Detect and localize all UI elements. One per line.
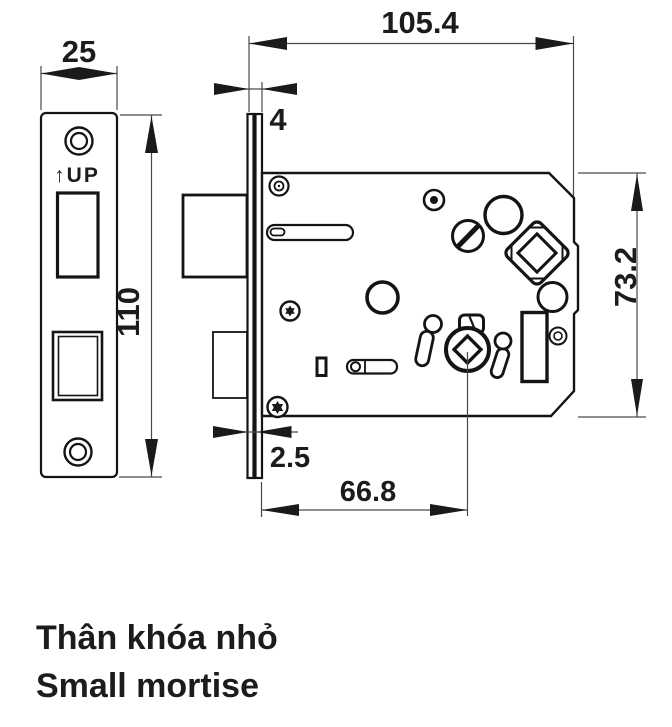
dim-label-66-8: 66.8	[340, 476, 396, 508]
dimension-body-height: 73.2	[578, 172, 646, 418]
caption-english: Small mortise	[36, 667, 259, 705]
front-view-faceplate: ↑UP	[39, 111, 119, 479]
deadbolt-side	[212, 331, 248, 399]
deadbolt-tail-guide	[520, 310, 549, 384]
screw-top-right	[422, 188, 446, 212]
deadbolt-cutout	[51, 330, 104, 402]
caption-vietnamese: Thân khóa nhỏ	[36, 619, 278, 657]
dim-label-73-2: 73.2	[608, 247, 643, 307]
dimension-faceplate-width: 25	[40, 34, 118, 110]
dimension-backset: 66.8	[260, 352, 469, 517]
dim-label-105-4: 105.4	[381, 5, 459, 40]
right-cam	[489, 331, 513, 379]
dimension-faceplate-height: 110	[111, 114, 162, 478]
dim-label-110: 110	[111, 287, 146, 337]
up-label: UP	[67, 164, 100, 187]
front-screw-hole-bottom	[63, 437, 93, 467]
latch-cutout	[55, 191, 100, 279]
adjustment-slot	[345, 358, 399, 375]
front-screw-hole-top	[64, 126, 94, 156]
slotted-screw	[451, 219, 485, 253]
caption-block: Thân khóa nhỏ Small mortise	[36, 619, 278, 705]
up-marking: ↑UP	[54, 164, 100, 187]
faceplate-edge	[246, 112, 255, 480]
small-slot	[315, 356, 328, 377]
dim-label-4: 4	[269, 102, 287, 137]
screw-bottom-left	[266, 395, 289, 419]
lock-body-internals	[265, 175, 570, 419]
spring-lever	[265, 223, 355, 242]
spindle-follower	[504, 220, 570, 286]
hole-below-follower	[536, 281, 569, 313]
torx-screw	[279, 300, 301, 322]
up-arrow-icon: ↑	[54, 164, 67, 187]
center-hole	[365, 280, 400, 315]
key-cylinder	[444, 313, 491, 373]
dimension-faceplate-thickness: 2.5	[213, 426, 310, 474]
dimension-body-depth: 105.4	[248, 5, 575, 196]
left-cam	[414, 314, 443, 368]
latch-bolt-side	[181, 193, 249, 279]
dim-label-25: 25	[62, 34, 96, 69]
screw-mid-right	[548, 326, 568, 346]
side-view-lock-case	[181, 112, 580, 480]
dim-label-2-5: 2.5	[270, 442, 310, 474]
large-hole	[483, 194, 524, 236]
dimension-case-front-offset: 4	[214, 82, 297, 137]
screw-top-left	[268, 175, 290, 197]
